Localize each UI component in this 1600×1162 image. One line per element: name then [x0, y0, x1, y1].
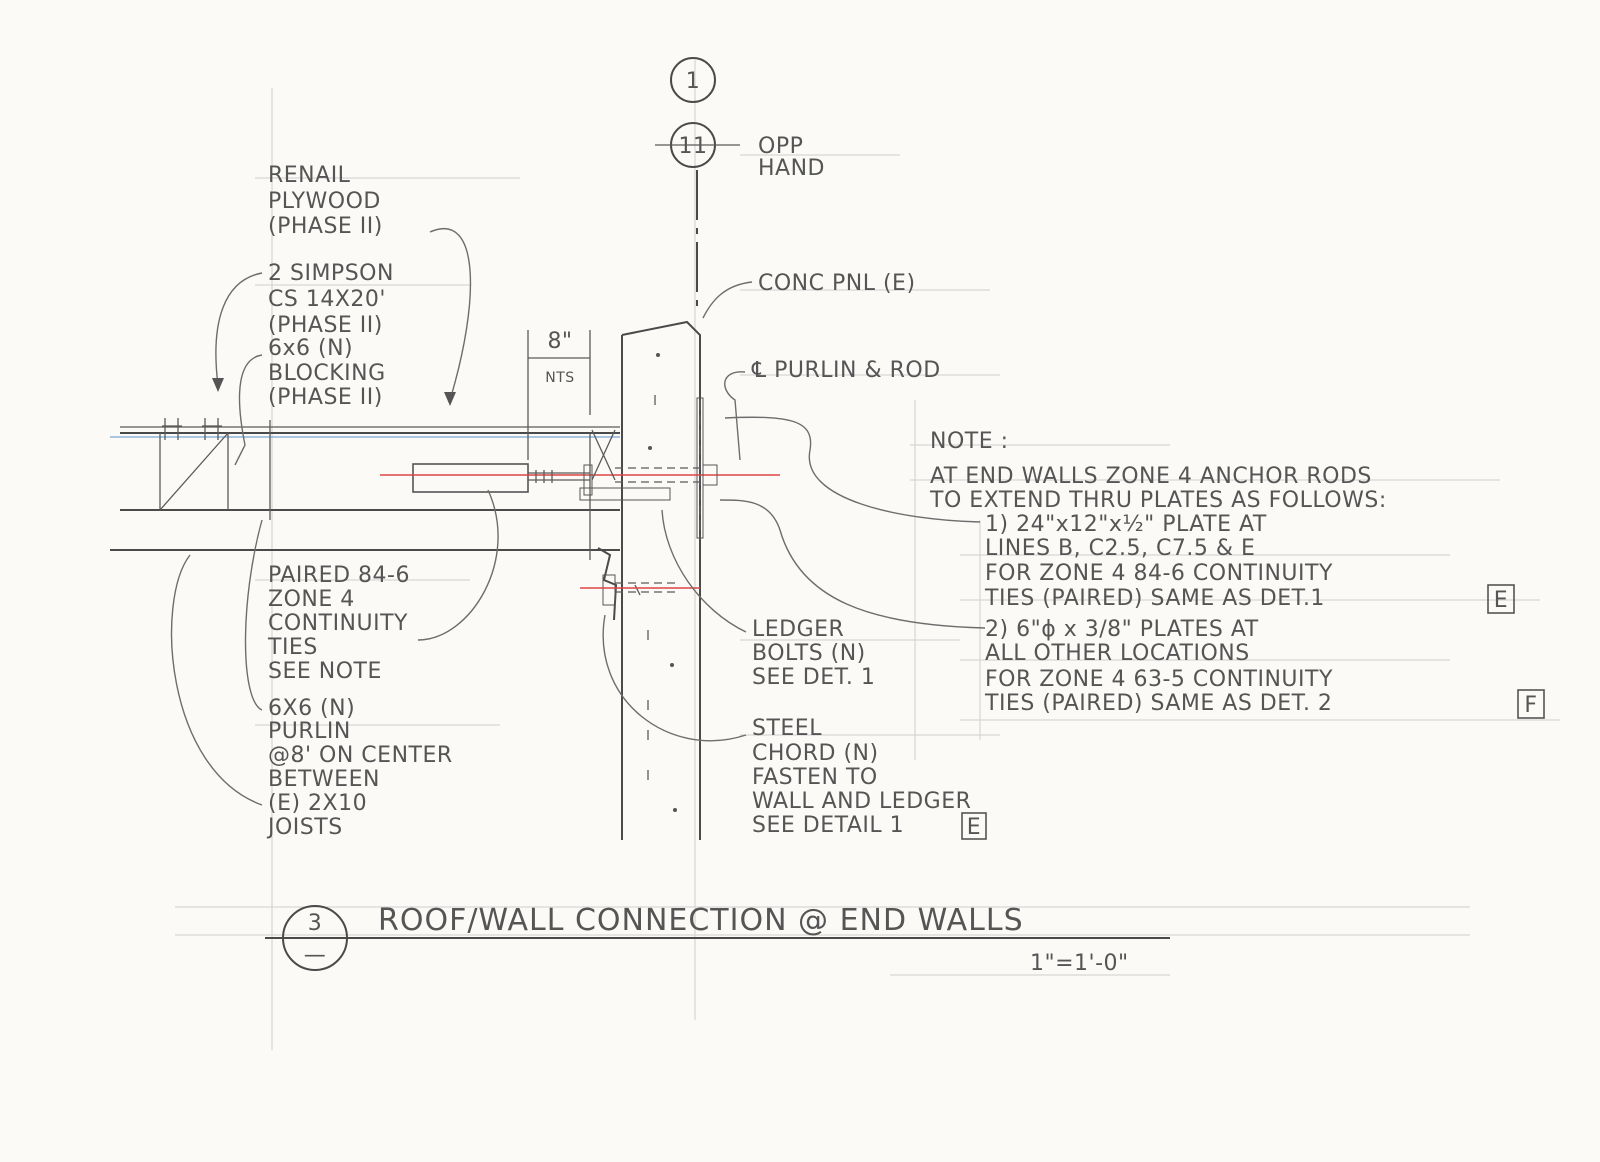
note-ref-1: E	[1494, 588, 1508, 613]
svg-text:(PHASE II): (PHASE II)	[268, 214, 383, 239]
svg-text:ALL OTHER LOCATIONS: ALL OTHER LOCATIONS	[985, 641, 1250, 666]
dimension-8in: 8" NTS	[527, 329, 591, 460]
label-purlin: 6X6 (N) PURLIN @8' ON CENTER BETWEEN (E)…	[170, 519, 453, 840]
dimension-nts: NTS	[545, 370, 574, 386]
svg-text:SEE DET. 1: SEE DET. 1	[752, 665, 875, 690]
svg-text:PLYWOOD: PLYWOOD	[268, 189, 381, 214]
svg-text:TIES: TIES	[267, 635, 318, 660]
svg-text:2 SIMPSON: 2 SIMPSON	[268, 261, 394, 286]
label-purlin-rod: ℄ PURLIN & ROD	[724, 358, 941, 461]
svg-text:@8' ON CENTER: @8' ON CENTER	[268, 743, 453, 768]
label-blocking: 6x6 (N) BLOCKING (PHASE II)	[234, 336, 386, 466]
grid-mark-top: 1	[686, 69, 701, 94]
note-ref-2: F	[1524, 693, 1537, 718]
label-simpson: 2 SIMPSON CS 14X20' (PHASE II)	[212, 261, 394, 392]
svg-text:STEEL: STEEL	[752, 716, 822, 741]
svg-text:6x6 (N): 6x6 (N)	[268, 336, 353, 361]
roof-framing	[110, 418, 780, 621]
svg-text:LEDGER: LEDGER	[752, 617, 844, 642]
svg-text:PAIRED 84-6: PAIRED 84-6	[268, 563, 410, 588]
svg-text:CHORD (N): CHORD (N)	[752, 741, 879, 766]
svg-text:CS 14X20': CS 14X20'	[268, 287, 386, 312]
guide-lines	[175, 60, 1560, 1050]
svg-text:CONC PNL (E): CONC PNL (E)	[758, 271, 916, 296]
detail-sheet: —	[304, 943, 327, 968]
svg-text:(PHASE II): (PHASE II)	[268, 385, 383, 410]
svg-text:WALL AND LEDGER: WALL AND LEDGER	[752, 789, 971, 814]
concrete-panel	[621, 320, 704, 840]
opp-hand-line-2: HAND	[758, 156, 825, 181]
svg-text:CONTINUITY: CONTINUITY	[268, 611, 408, 636]
note-block: NOTE : AT END WALLS ZONE 4 ANCHOR RODS T…	[719, 416, 1545, 719]
svg-text:BLOCKING: BLOCKING	[268, 361, 386, 386]
opp-hand-line-1: OPP	[758, 134, 803, 159]
svg-text:FASTEN TO: FASTEN TO	[752, 765, 878, 790]
svg-text:SEE DETAIL 1: SEE DETAIL 1	[752, 813, 904, 838]
svg-text:LINES B, C2.5, C7.5 & E: LINES B, C2.5, C7.5 & E	[985, 536, 1255, 561]
svg-text:℄ PURLIN & ROD: ℄ PURLIN & ROD	[751, 358, 941, 383]
label-paired-ties: PAIRED 84-6 ZONE 4 CONTINUITY TIES SEE N…	[267, 489, 499, 684]
grid-mark-bottom: 11	[679, 134, 708, 159]
steel-chord-ref: E	[967, 815, 981, 840]
svg-text:2) 6"ϕ x 3/8" PLATES AT: 2) 6"ϕ x 3/8" PLATES AT	[985, 617, 1259, 642]
svg-text:FOR ZONE 4 84-6 CONTINUITY: FOR ZONE 4 84-6 CONTINUITY	[985, 561, 1333, 586]
svg-text:TIES (PAIRED) SAME AS DET.1: TIES (PAIRED) SAME AS DET.1	[984, 586, 1325, 611]
detail-scale: 1"=1'-0"	[1030, 951, 1129, 976]
label-steel-chord: STEEL CHORD (N) FASTEN TO WALL AND LEDGE…	[602, 614, 987, 840]
detail-title: ROOF/WALL CONNECTION @ END WALLS	[378, 903, 1024, 938]
svg-text:FOR ZONE 4 63-5 CONTINUITY: FOR ZONE 4 63-5 CONTINUITY	[985, 667, 1333, 692]
svg-text:(PHASE II): (PHASE II)	[268, 313, 383, 338]
label-conc-pnl: CONC PNL (E)	[702, 271, 916, 319]
label-ledger: LEDGER BOLTS (N) SEE DET. 1	[661, 509, 875, 690]
title-block: 3 — ROOF/WALL CONNECTION @ END WALLS 1"=…	[265, 903, 1170, 976]
dimension-value: 8"	[547, 329, 572, 354]
svg-text:(E) 2X10: (E) 2X10	[268, 791, 367, 816]
svg-text:ZONE 4: ZONE 4	[268, 587, 355, 612]
svg-text:AT END WALLS ZONE 4 ANCHOR RO: AT END WALLS ZONE 4 ANCHOR RODS	[930, 464, 1372, 489]
grid-bubble-top	[670, 57, 716, 103]
svg-text:PURLIN: PURLIN	[268, 719, 351, 744]
svg-text:RENAIL: RENAIL	[268, 163, 351, 188]
svg-text:BETWEEN: BETWEEN	[268, 767, 380, 792]
svg-text:JOISTS: JOISTS	[266, 815, 343, 840]
detail-number: 3	[308, 911, 323, 936]
svg-text:1) 24"x12"x½" PLATE AT: 1) 24"x12"x½" PLATE AT	[985, 512, 1267, 537]
svg-text:TO EXTEND THRU PLATES AS FOLLO: TO EXTEND THRU PLATES AS FOLLOWS:	[929, 488, 1387, 513]
svg-text:6X6 (N): 6X6 (N)	[268, 696, 355, 721]
note-title: NOTE :	[930, 429, 1009, 454]
grid-bubbles: 1 11 OPP HAND	[655, 57, 825, 310]
svg-text:BOLTS (N): BOLTS (N)	[752, 641, 866, 666]
svg-text:TIES (PAIRED) SAME AS DET. 2: TIES (PAIRED) SAME AS DET. 2	[984, 691, 1332, 716]
svg-text:SEE NOTE: SEE NOTE	[268, 659, 382, 684]
label-renail: RENAIL PLYWOOD (PHASE II)	[268, 163, 472, 406]
